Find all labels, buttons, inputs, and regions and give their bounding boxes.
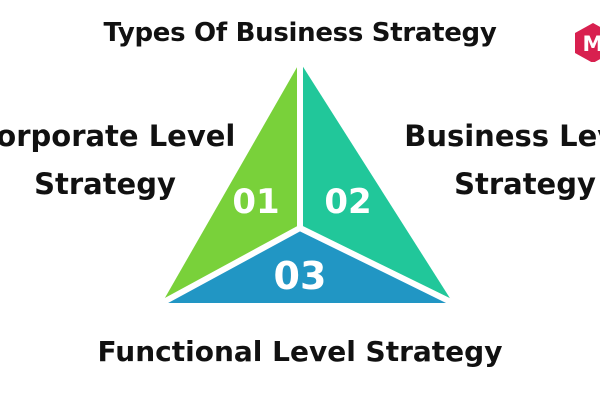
business-level-label-line2: Strategy [454, 167, 596, 201]
diagram-title: Types Of Business Strategy [103, 18, 497, 48]
segment-02-number: 02 [324, 182, 371, 222]
corporate-level-label-line2: Strategy [34, 167, 176, 201]
segment-01-corporate [162, 62, 300, 303]
separator-left [158, 225, 302, 307]
logo-hexagon [575, 23, 600, 62]
segment-02-business [300, 62, 453, 303]
brand-logo-icon: M [575, 23, 600, 62]
functional-level-label: Functional Level Strategy [97, 335, 503, 368]
corporate-level-label-line1: Corporate Level [0, 119, 236, 153]
segment-03-functional [162, 228, 453, 303]
corporate-level-label: Corporate Level Strategy [0, 112, 235, 208]
business-level-label-line1: Business Level [404, 119, 600, 153]
segment-03-number: 03 [274, 254, 327, 298]
separator-right [298, 225, 457, 307]
logo-letter: M [583, 32, 600, 56]
business-level-label: Business Level Strategy [395, 112, 600, 208]
segment-01-number: 01 [232, 182, 279, 222]
